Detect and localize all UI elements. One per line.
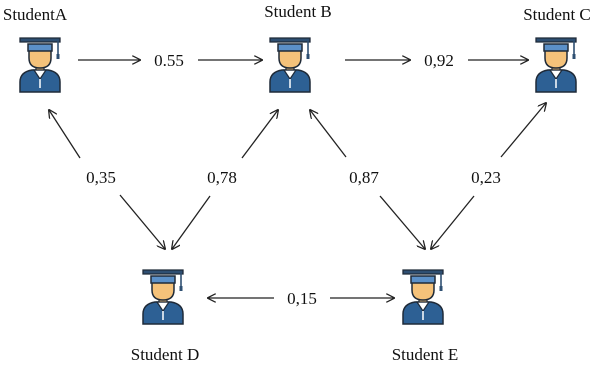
edge-b-d: 0,78 xyxy=(172,110,278,249)
edge-b-c: 0,92 xyxy=(345,51,528,70)
nodes-layer: StudentA Student B Student C Student D Stude… xyxy=(3,2,591,364)
edge-weight-label: 0,15 xyxy=(287,289,317,308)
edge-arrow xyxy=(310,110,347,158)
student-label: Student D xyxy=(131,345,199,364)
edge-arrow xyxy=(172,195,211,249)
graduate-student-icon xyxy=(142,269,184,325)
edge-d-e: 0,15 xyxy=(208,289,394,308)
edge-weight-label: 0,87 xyxy=(349,168,379,187)
edge-arrow xyxy=(431,195,475,249)
edge-weight-label: 0.55 xyxy=(154,51,184,70)
edges-layer: 0.55 0,92 0,35 0,78 0,87 0,23 0,15 xyxy=(49,51,546,308)
edge-arrow xyxy=(241,110,278,159)
student-label: Student C xyxy=(523,5,591,24)
graduate-student-icon xyxy=(19,37,61,93)
graduate-student-icon xyxy=(535,37,577,93)
student-label: Student E xyxy=(392,345,459,364)
student-label: StudentA xyxy=(3,5,68,24)
edge-b-e: 0,87 xyxy=(310,110,425,249)
edge-a-d: 0,35 xyxy=(49,110,165,249)
edge-arrow xyxy=(119,194,165,249)
edge-arrow xyxy=(500,103,546,158)
edge-a-b: 0.55 xyxy=(78,51,262,70)
student-node-a: StudentA xyxy=(3,5,68,93)
student-node-c: Student C xyxy=(523,5,591,93)
graduate-student-icon xyxy=(269,37,311,93)
edge-weight-label: 0,92 xyxy=(424,51,454,70)
student-label: Student B xyxy=(264,2,332,21)
edge-weight-label: 0,35 xyxy=(86,168,116,187)
edge-weight-label: 0,23 xyxy=(471,168,501,187)
edge-arrow xyxy=(49,110,81,159)
edge-c-e: 0,23 xyxy=(431,103,546,249)
edge-weight-label: 0,78 xyxy=(207,168,237,187)
graduate-student-icon xyxy=(402,269,444,325)
student-node-b: Student B xyxy=(264,2,332,93)
student-node-e: Student E xyxy=(392,269,459,364)
edge-arrow xyxy=(379,195,425,249)
student-node-d: Student D xyxy=(131,269,199,364)
